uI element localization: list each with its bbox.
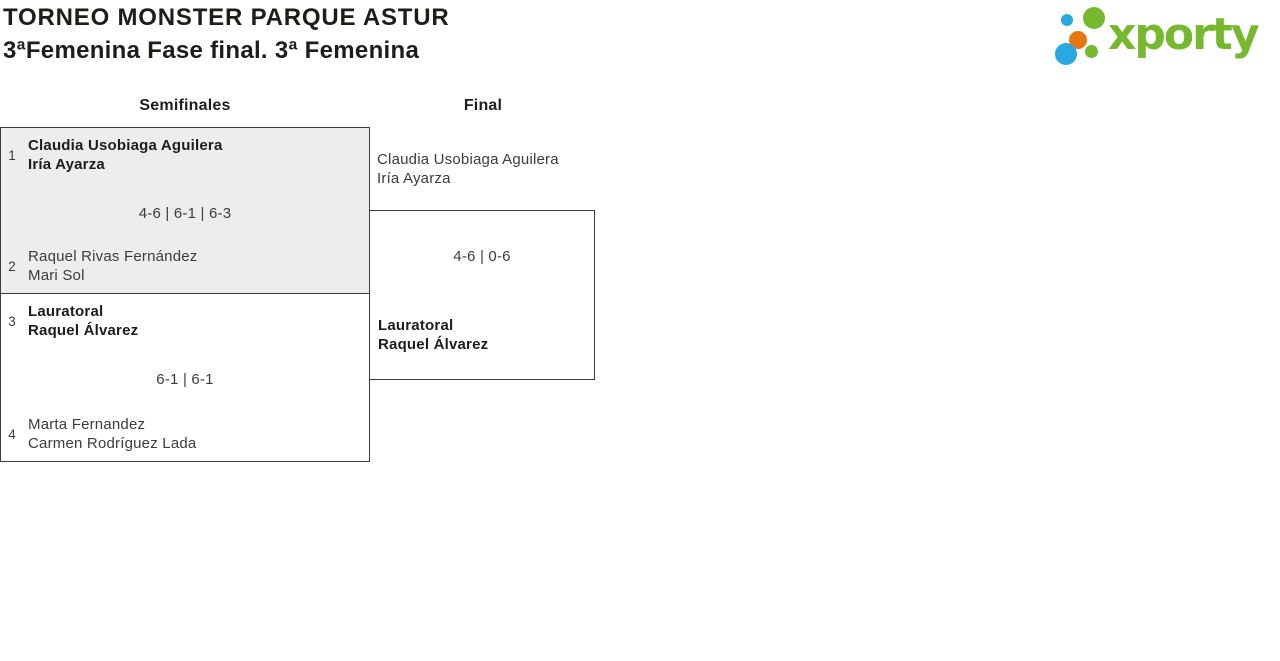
player-name: Raquel Álvarez [28,322,139,339]
logo-blue-small-dot-icon [1061,14,1073,26]
player-name: Carmen Rodríguez Lada [28,435,197,452]
seed-number: 2 [8,258,16,274]
xporty-logo[interactable]: xporty [1048,0,1280,75]
match-score-semifinal-1: 4-6 | 6-1 | 6-3 [138,205,232,222]
team-players: Raquel Rivas Fernández Mari Sol [28,247,198,285]
logo-green-small-dot-icon [1085,45,1098,58]
team-entry-semifinal2-team1[interactable]: 3 Lauratoral Raquel Álvarez [5,302,363,340]
match-box-final: 4-6 | 0-6 Lauratoral Raquel Álvarez [369,210,595,380]
team-players: Lauratoral Raquel Álvarez [378,316,488,354]
team-entry-semifinal2-team2[interactable]: 4 Marta Fernandez Carmen Rodríguez Lada [5,415,363,453]
logo-orange-dot-icon [1069,31,1087,49]
logo-blue-large-dot-icon [1055,43,1077,65]
match-box-semifinal-2: 3 Lauratoral Raquel Álvarez 6-1 | 6-1 4 … [0,293,370,462]
player-name: Claudia Usobiaga Aguilera [28,137,223,154]
logo-wordmark: xporty [1108,9,1260,60]
team-entry-semifinal1-team1[interactable]: 1 Claudia Usobiaga Aguilera Iría Ayarza [5,136,363,174]
player-name: Lauratoral [28,303,104,320]
match-score-semifinal-2: 6-1 | 6-1 [156,371,214,388]
seed-number: 1 [8,147,16,163]
seed-number: 3 [8,313,16,329]
match-box-semifinal-1: 1 Claudia Usobiaga Aguilera Iría Ayarza … [0,127,370,294]
team-players: Claudia Usobiaga Aguilera Iría Ayarza [377,150,559,188]
player-name: Claudia Usobiaga Aguilera [377,151,559,168]
round-header-semifinals: Semifinales [139,97,231,114]
player-name: Iría Ayarza [377,170,451,187]
player-name: Mari Sol [28,267,85,284]
player-name: Marta Fernandez [28,416,146,433]
player-name: Raquel Rivas Fernández [28,248,198,265]
match-score-final: 4-6 | 0-6 [453,248,511,265]
team-players: Claudia Usobiaga Aguilera Iría Ayarza [28,136,223,174]
logo-green-large-dot-icon [1083,7,1105,29]
page-subtitle: 3ªFemenina Fase final. 3ª Femenina [3,37,420,64]
player-name: Raquel Álvarez [378,336,489,353]
player-name: Iría Ayarza [28,156,105,173]
team-entry-final-team1[interactable]: Claudia Usobiaga Aguilera Iría Ayarza [377,150,559,188]
team-entry-final-team2[interactable]: Lauratoral Raquel Álvarez [378,316,588,354]
page-title: TORNEO MONSTER PARQUE ASTUR [3,4,450,31]
round-header-final: Final [463,97,503,114]
player-name: Lauratoral [378,317,454,334]
team-players: Marta Fernandez Carmen Rodríguez Lada [28,415,196,453]
seed-number: 4 [8,426,16,442]
team-players: Lauratoral Raquel Álvarez [28,302,138,340]
team-entry-semifinal1-team2[interactable]: 2 Raquel Rivas Fernández Mari Sol [5,247,363,285]
